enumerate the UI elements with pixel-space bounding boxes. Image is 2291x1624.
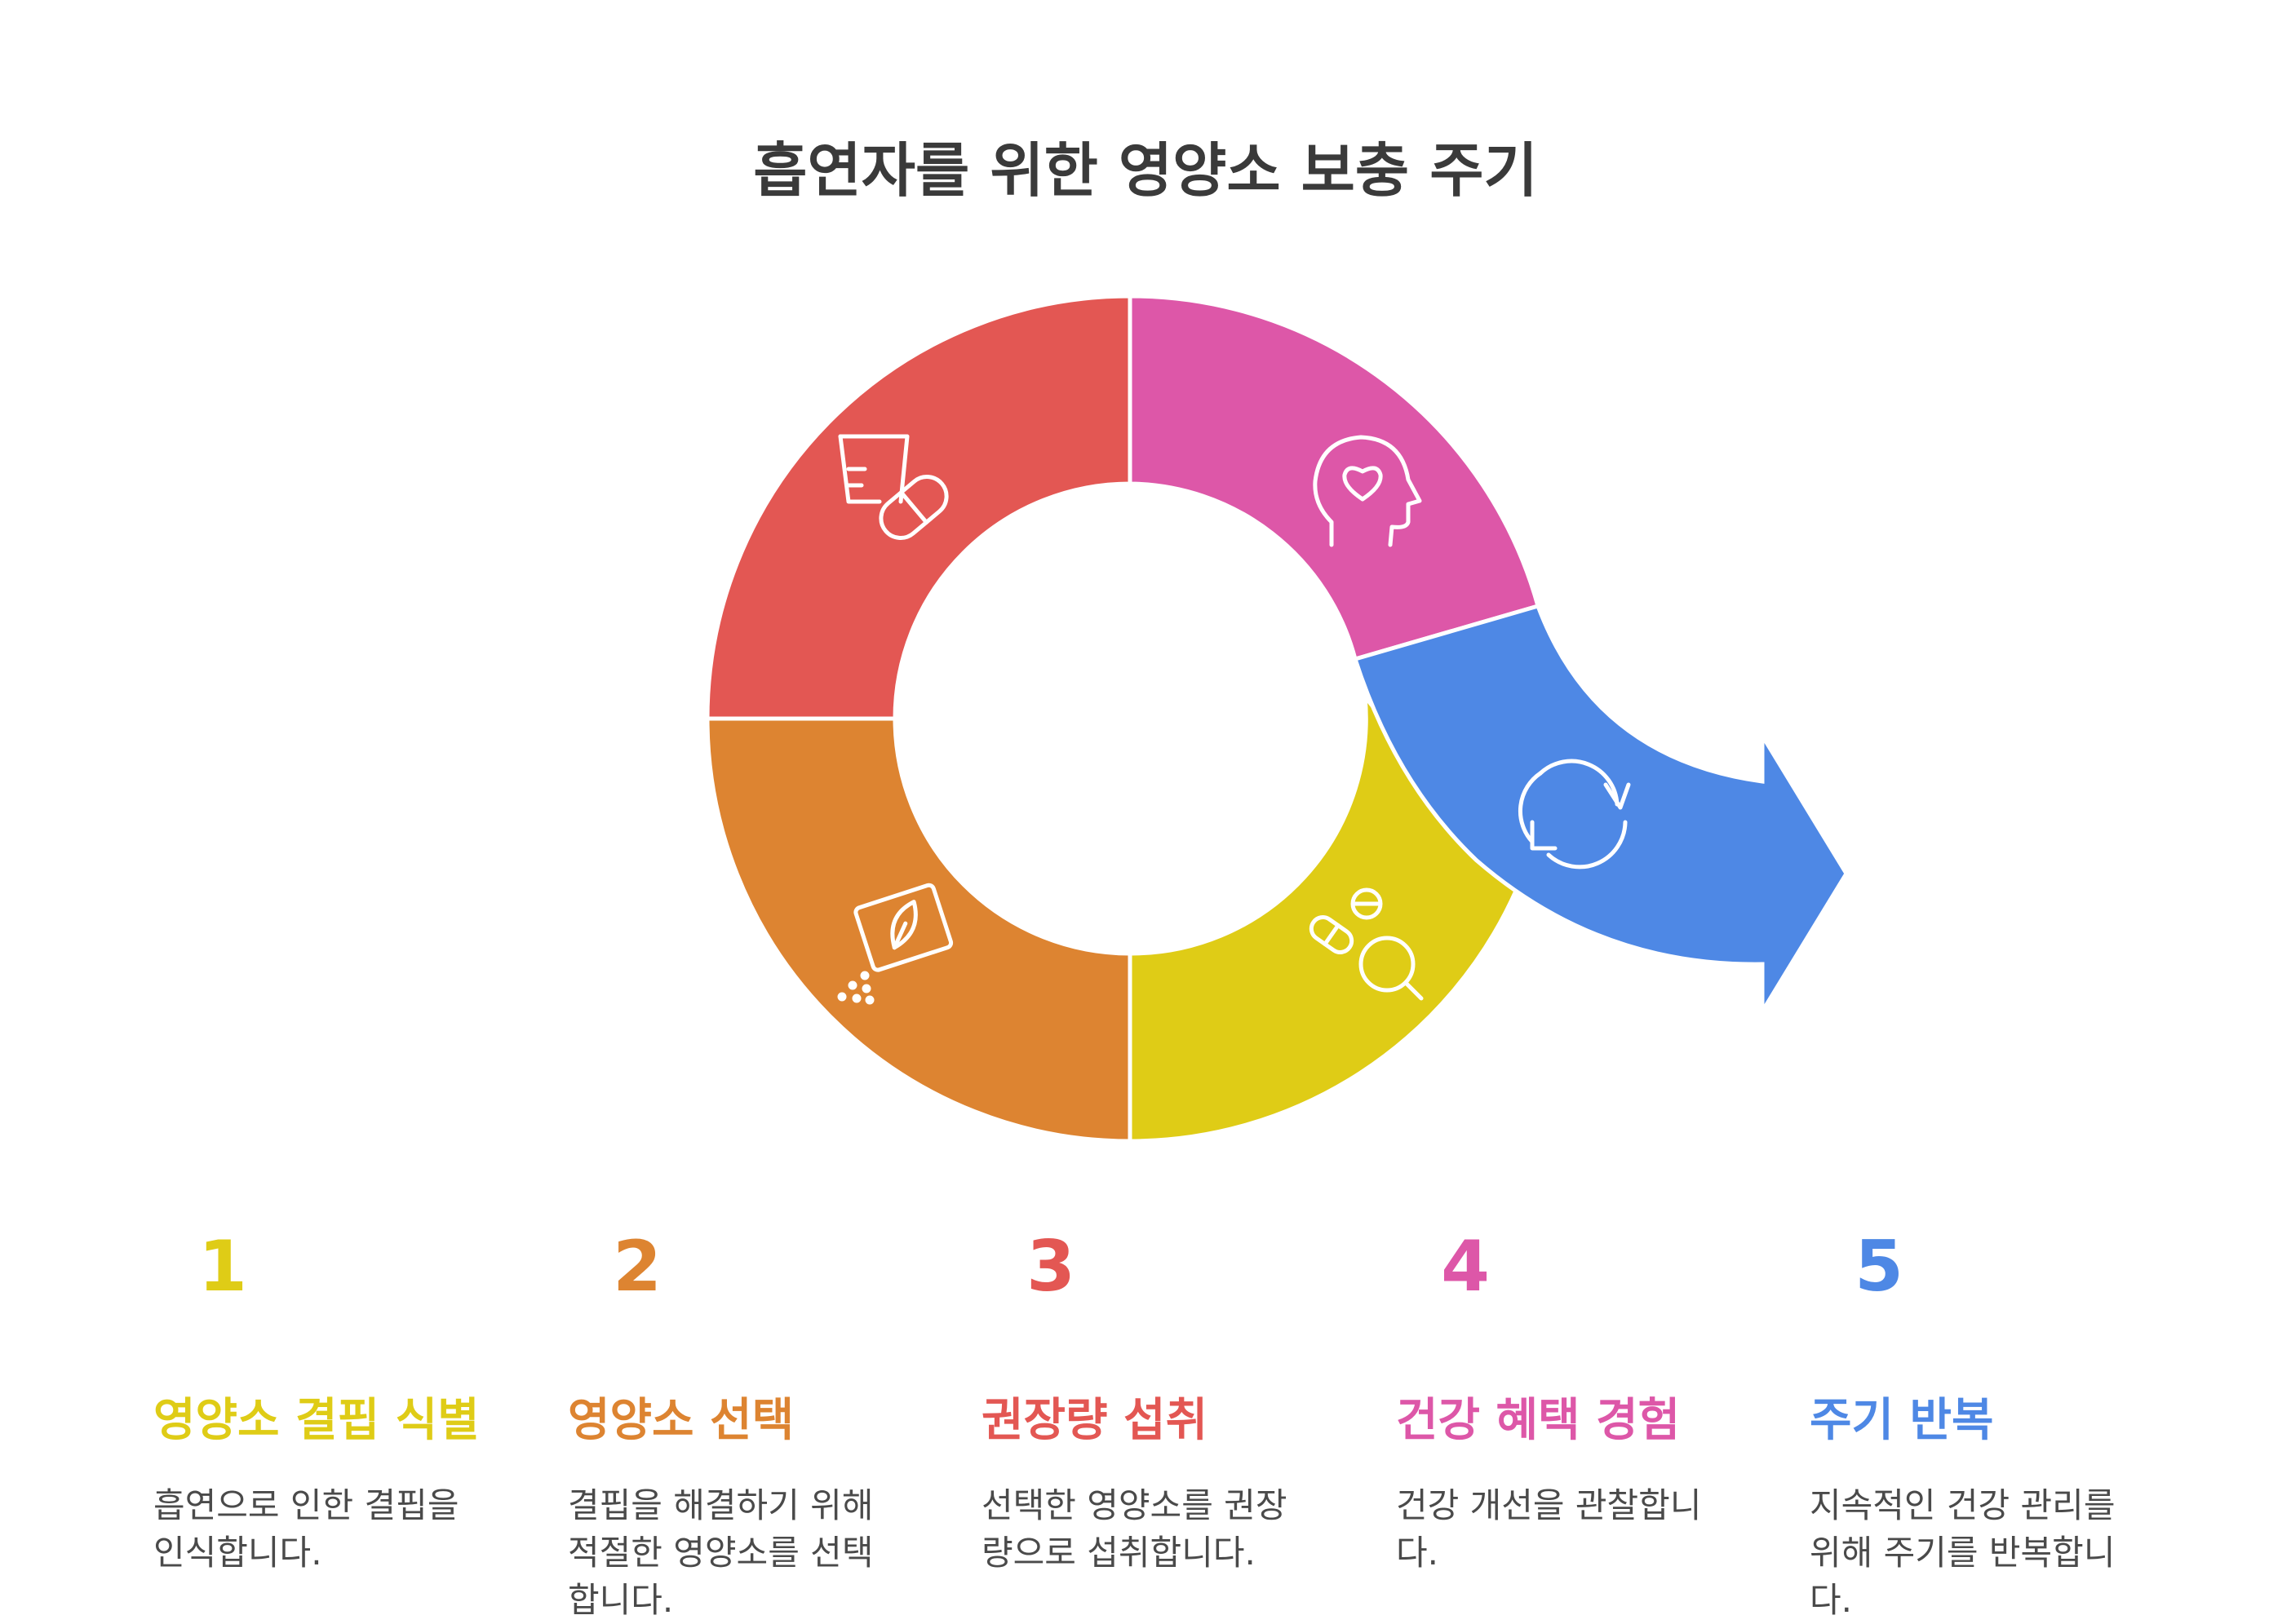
- segment-orange: [705, 716, 1132, 1144]
- cup-and-pill-icon: [838, 434, 949, 540]
- segment-red: [705, 294, 1132, 721]
- step-5: 5 주기 반복 지속적인 건강 관리를 위해 주기를 반복합니다.: [1810, 1232, 2152, 1624]
- step-description: 흡연으로 인한 결핍을 인식합니다.: [153, 1485, 459, 1573]
- step-title: 영양소 결핍 식별: [153, 1394, 480, 1447]
- step-description: 선택한 영양소를 권장량으로 섭취합니다.: [982, 1485, 1287, 1573]
- step-title: 영양소 선택: [568, 1394, 795, 1447]
- step-title: 권장량 섭취: [982, 1394, 1208, 1447]
- step-number: 4: [1441, 1226, 1490, 1308]
- step-title: 주기 반복: [1810, 1394, 1994, 1447]
- step-number: 5: [1855, 1226, 1903, 1308]
- segment-pink: [1128, 294, 1541, 662]
- step-number: 2: [613, 1226, 662, 1308]
- step-2: 2 영양소 선택 결핍을 해결하기 위해 적절한 영양소를 선택합니다.: [568, 1232, 911, 1624]
- step-description: 결핍을 해결하기 위해 적절한 영양소를 선택합니다.: [568, 1485, 874, 1620]
- pills-magnifier-icon: [1309, 887, 1424, 1001]
- step-1: 1 영양소 결핍 식별 흡연으로 인한 결핍을 인식합니다.: [153, 1232, 496, 1577]
- head-heart-icon: [1313, 435, 1422, 547]
- page-title: 흡연자를 위한 영양소 보충 주기: [753, 136, 1538, 205]
- seed-packet-icon: [837, 883, 954, 1005]
- step-number: 1: [198, 1226, 247, 1308]
- step-description: 건강 개선을 관찰합니다.: [1396, 1485, 1702, 1573]
- segment-blue-arrow: [1352, 603, 1849, 1019]
- step-title: 건강 혜택 경험: [1396, 1394, 1681, 1447]
- step-description: 지속적인 건강 관리를 위해 주기를 반복합니다.: [1810, 1485, 2116, 1620]
- step-number: 3: [1026, 1226, 1075, 1308]
- step-3: 3 권장량 섭취 선택한 영양소를 권장량으로 섭취합니다.: [982, 1232, 1324, 1577]
- refresh-cycle-icon: [1518, 759, 1631, 870]
- step-4: 4 건강 혜택 경험 건강 개선을 관찰합니다.: [1396, 1232, 1739, 1577]
